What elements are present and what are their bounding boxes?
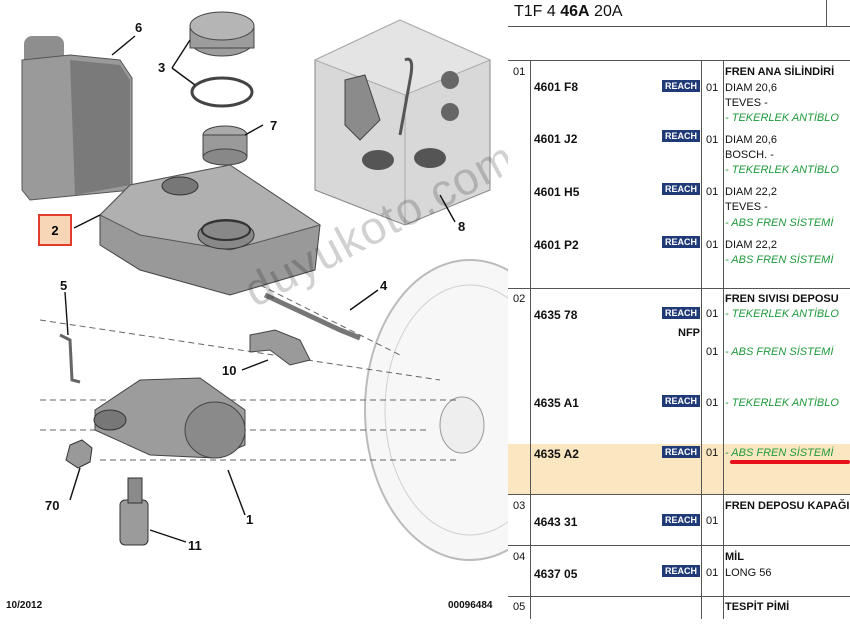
reach-badge: REACH (662, 236, 700, 248)
part-desc: DIAM 22,2 (725, 186, 777, 198)
qty: 01 (706, 308, 719, 320)
reach-badge: REACH (662, 183, 700, 195)
callout-7: 7 (270, 118, 278, 133)
reach-badge: REACH (662, 514, 700, 526)
callout-6: 6 (135, 20, 143, 35)
reach-badge: REACH (662, 446, 700, 458)
callout-8: 8 (458, 219, 466, 234)
part-desc: DIAM 22,2 (725, 239, 777, 251)
part-ref-4635A1[interactable]: 4635 A1 (534, 396, 579, 410)
part-note: - ABS FREN SİSTEMİ (725, 346, 834, 358)
part-desc: TEVES - (725, 201, 768, 213)
part-ref-464331[interactable]: 4643 31 (534, 515, 578, 529)
part-ref-4601P2[interactable]: 4601 P2 (534, 238, 579, 252)
catalog-subheader (508, 26, 850, 61)
diagram-date: 10/2012 (6, 600, 43, 611)
group-number: 03 (513, 500, 526, 512)
callout-70: 70 (45, 498, 60, 513)
reach-badge: REACH (662, 130, 700, 142)
nfp-label: NFP (678, 327, 700, 339)
qty: 01 (706, 447, 719, 459)
diagram-number: 00096484 (448, 600, 493, 611)
reach-badge: REACH (662, 395, 700, 407)
group-number: 04 (513, 551, 526, 563)
qty: 01 (706, 567, 719, 579)
callout-2-selected[interactable]: 2 (38, 214, 72, 246)
group-title: FREN DEPOSU KAPAĞI (725, 500, 850, 512)
part-ref-4635A2-selected[interactable]: 4635 A2 (534, 447, 579, 461)
red-underline-annotation (730, 460, 850, 464)
group-number: 02 (513, 293, 526, 305)
callout-5: 5 (60, 278, 68, 293)
part-desc: BOSCH. - (725, 149, 774, 161)
callout-4: 4 (380, 278, 388, 293)
part-desc: DIAM 20,6 (725, 82, 777, 94)
part-ref-463705[interactable]: 4637 05 (534, 567, 578, 581)
vehicle-code: T1F 4 46A 20A (514, 3, 623, 20)
parts-catalog-table: T1F 4 46A 20A 01 FREN ANA SİLİNDİRİ 4601… (508, 0, 850, 619)
part-desc: TEVES - (725, 97, 768, 109)
part-desc: LONG 56 (725, 567, 772, 579)
catalog-header: T1F 4 46A 20A (508, 0, 850, 27)
callout-10: 10 (222, 363, 237, 378)
part-note: - TEKERLEK ANTİBLO (725, 308, 839, 320)
part-note: - TEKERLEK ANTİBLO (725, 164, 839, 176)
group-number: 01 (513, 66, 526, 78)
qty: 01 (706, 239, 719, 251)
group-title: TESPİT PİMİ (725, 601, 790, 613)
parts-diagram: 6 3 7 8 2 5 4 10 70 1 11 duyukoto.com 10… (6, 11, 576, 611)
exploded-view-drawing (21, 11, 576, 561)
reach-badge: REACH (662, 307, 700, 319)
callout-11: 11 (188, 538, 202, 553)
callout-3: 3 (158, 60, 166, 75)
group-number: 05 (513, 601, 526, 613)
qty: 01 (706, 515, 719, 527)
part-note: - ABS FREN SİSTEMİ (725, 217, 834, 229)
qty: 01 (706, 82, 719, 94)
part-ref-4601J2[interactable]: 4601 J2 (534, 132, 578, 146)
group-title: FREN SIVISI DEPOSU (725, 293, 839, 305)
qty: 01 (706, 397, 719, 409)
part-note: - ABS FREN SİSTEMİ (725, 254, 834, 266)
reach-badge: REACH (662, 565, 700, 577)
part-desc: DIAM 20,6 (725, 134, 777, 146)
reach-badge: REACH (662, 80, 700, 92)
qty: 01 (706, 186, 719, 198)
part-note: - ABS FREN SİSTEMİ (725, 447, 834, 459)
callout-1: 1 (246, 512, 254, 527)
group-title: MİL (725, 551, 744, 563)
group-title: FREN ANA SİLİNDİRİ (725, 66, 835, 78)
qty: 01 (706, 346, 719, 358)
part-note: - TEKERLEK ANTİBLO (725, 397, 839, 409)
qty: 01 (706, 134, 719, 146)
part-ref-4601F8[interactable]: 4601 F8 (534, 80, 579, 94)
part-note: - TEKERLEK ANTİBLO (725, 112, 839, 124)
part-ref-4601H5[interactable]: 4601 H5 (534, 185, 580, 199)
part-ref-463578[interactable]: 4635 78 (534, 308, 578, 322)
